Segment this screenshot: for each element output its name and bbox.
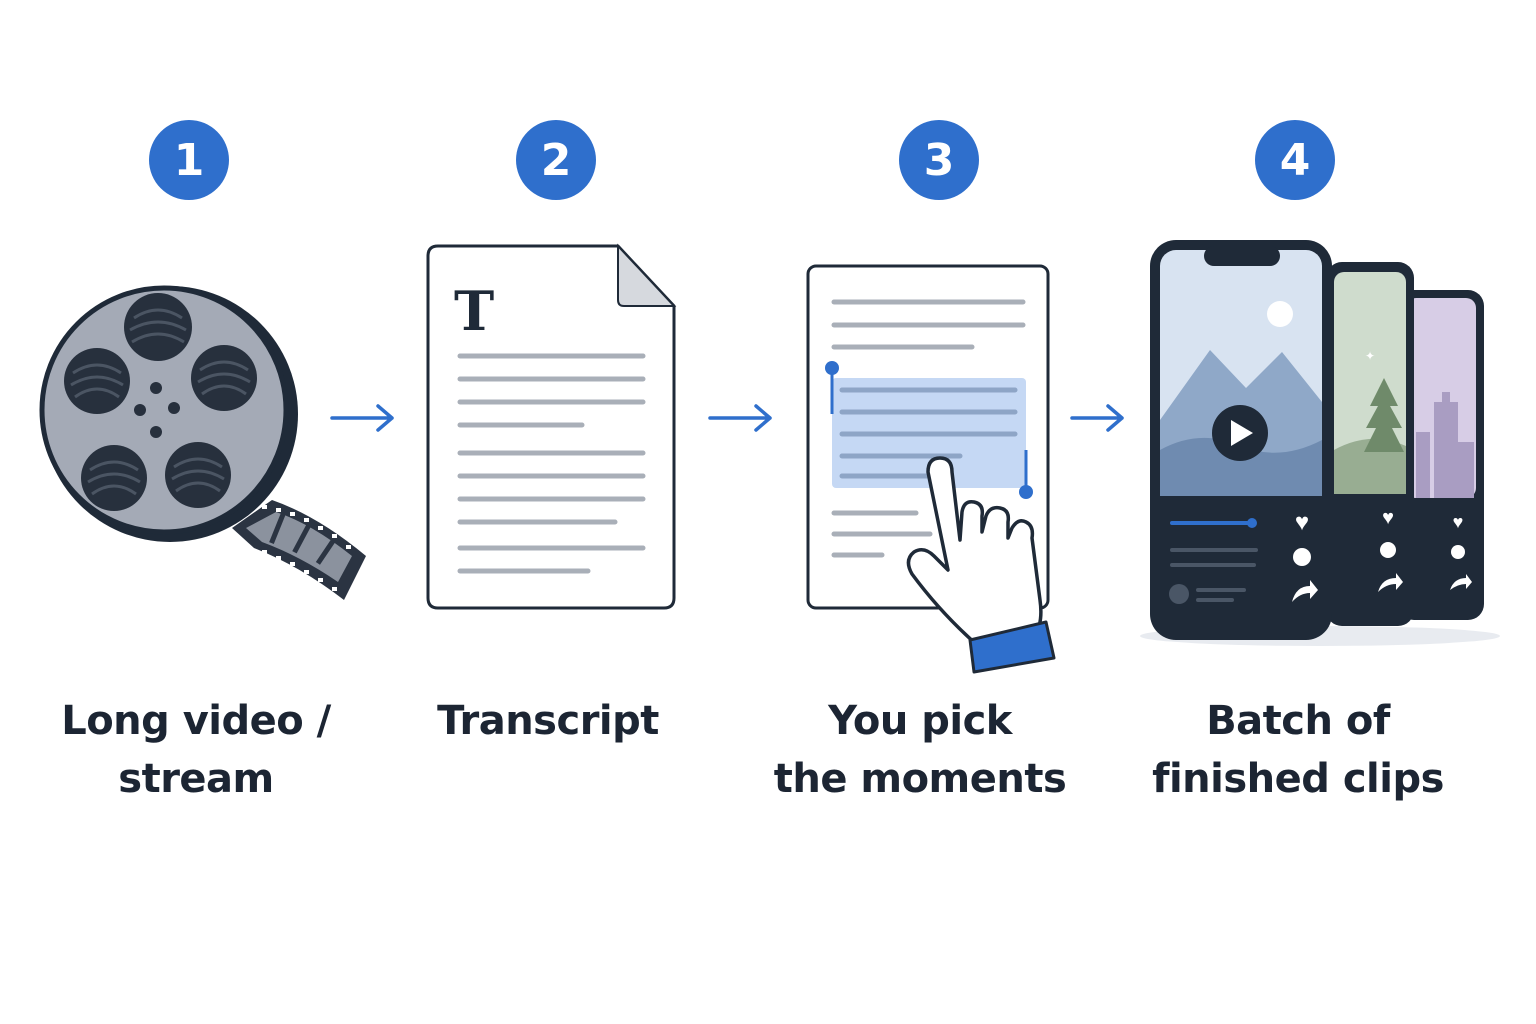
step-label-4: Batch of finished clips [1152, 698, 1444, 802]
comment-icon [1380, 542, 1396, 558]
reel-hub [134, 382, 180, 438]
phone-front: ♥ [1150, 240, 1332, 640]
selection-handle-end [1019, 450, 1033, 499]
share-icon [1292, 580, 1318, 602]
step-badge-1: 1 [149, 120, 229, 200]
phone-notch [1204, 246, 1280, 266]
pointing-hand-icon [906, 456, 1056, 674]
step-badge-3: 3 [899, 120, 979, 200]
avatar [1169, 584, 1189, 604]
doc-glyph: T [454, 279, 494, 343]
phone-back: ♥ [1398, 290, 1484, 620]
step-label-1: Long video / stream [61, 698, 331, 802]
phone-middle: ✦ ♥ [1326, 262, 1414, 626]
step-label-3: You pick the moments [773, 698, 1067, 802]
sparkle-icon: ✦ [1365, 349, 1375, 363]
transcript-lines [457, 353, 646, 574]
arrow-right-icon [708, 404, 772, 432]
film-strip [232, 500, 366, 600]
arrow-right-icon [1070, 404, 1124, 432]
share-icon [1378, 573, 1403, 592]
comment-icon [1293, 548, 1311, 566]
step-label-2: Transcript [437, 698, 659, 744]
arrow-right-icon [330, 404, 394, 432]
video-progress-bar [1170, 518, 1257, 528]
heart-icon: ♥ [1453, 512, 1464, 532]
heart-icon: ♥ [1295, 509, 1309, 536]
reel-holes [64, 293, 257, 511]
step-badge-4: 4 [1255, 120, 1335, 200]
comment-icon [1451, 545, 1465, 559]
step-badge-2: 2 [516, 120, 596, 200]
selection-handle-start [825, 361, 839, 414]
moon-icon [1267, 301, 1293, 327]
heart-icon: ♥ [1382, 507, 1394, 529]
share-icon [1450, 574, 1472, 590]
